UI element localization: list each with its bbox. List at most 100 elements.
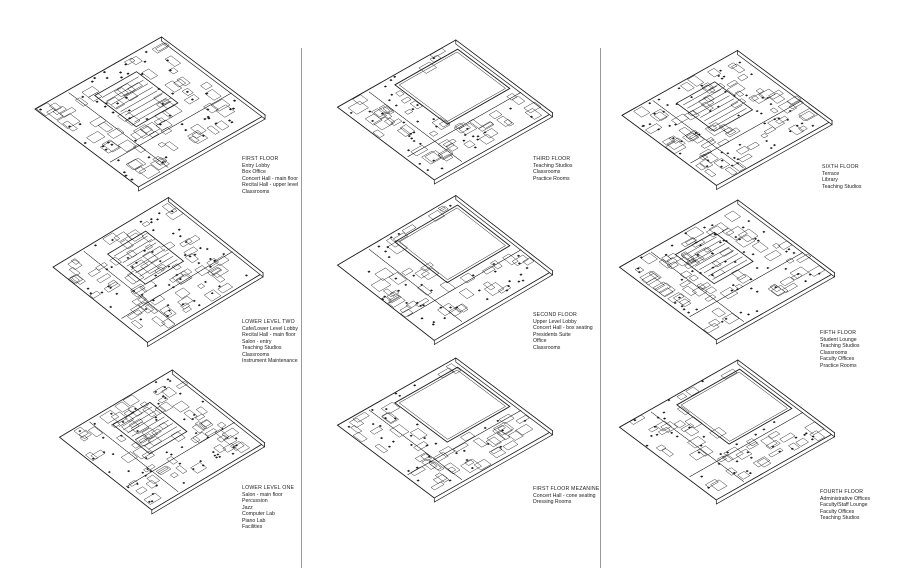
furniture-mark (523, 419, 527, 422)
room-outline (701, 84, 716, 94)
room-outline (169, 272, 185, 283)
room-outline (704, 294, 717, 302)
room-outline (524, 108, 543, 120)
room-outline (648, 270, 662, 280)
furniture-mark (126, 72, 130, 75)
furniture-mark (411, 108, 415, 111)
furniture-mark (217, 285, 222, 288)
furniture-mark (149, 221, 154, 224)
room-outline (649, 108, 670, 122)
furniture-mark (677, 87, 681, 90)
furniture-mark (811, 124, 815, 127)
room-outline (175, 273, 191, 285)
corridor-line (68, 92, 169, 168)
corridor-line (83, 251, 175, 324)
furniture-mark (686, 311, 691, 314)
furniture-mark (110, 238, 115, 242)
room-outline (148, 131, 160, 138)
room-outline (418, 61, 438, 74)
room-outline (382, 106, 395, 115)
furniture-mark (746, 451, 750, 454)
room-outline (707, 68, 722, 78)
room-outline (370, 108, 387, 120)
room-outline (511, 95, 526, 105)
furniture-mark (766, 96, 770, 99)
room-outline (745, 438, 758, 447)
room-outline (164, 55, 182, 67)
furniture-mark (720, 77, 724, 80)
program-item: Upper Level Lobby (533, 318, 577, 325)
furniture-mark (406, 469, 411, 473)
room-outline (721, 227, 735, 236)
room-outline (429, 48, 447, 59)
room-outline (454, 122, 465, 130)
room-outline (687, 75, 705, 87)
corridor-line (650, 411, 745, 482)
furniture-mark (170, 92, 175, 95)
room-outline (103, 281, 121, 293)
furniture-mark (717, 74, 721, 77)
room-outline (718, 123, 733, 134)
furniture-mark (135, 482, 139, 486)
furniture-mark (227, 119, 232, 122)
room-outline (658, 259, 672, 269)
room-outline (804, 421, 825, 435)
program-item: Teaching Studios (820, 343, 860, 349)
room-outline (788, 100, 804, 110)
furniture-mark (154, 381, 158, 384)
room-outline (701, 151, 719, 164)
furniture-mark (161, 395, 165, 398)
room-outline (130, 319, 144, 329)
room-outline (676, 406, 690, 416)
room-outline (134, 166, 147, 175)
room-outline (413, 441, 429, 452)
room-outline (760, 436, 778, 448)
furniture-mark (151, 229, 155, 232)
furniture-mark (232, 99, 237, 102)
room-outline (681, 285, 697, 296)
furniture-mark (180, 123, 184, 126)
program-item: Salon - main floor (242, 491, 283, 498)
room-outline (691, 286, 708, 297)
hall-outline (112, 401, 188, 455)
room-outline (183, 94, 200, 105)
furniture-mark (483, 426, 487, 430)
program-item: Dressing Rooms (533, 499, 572, 505)
furniture-mark (694, 241, 698, 244)
room-outline (170, 431, 186, 442)
furniture-mark (184, 128, 188, 132)
furniture-mark (746, 313, 751, 316)
furniture-mark (483, 131, 487, 134)
room-outline (746, 141, 760, 151)
furniture-mark (185, 90, 190, 94)
room-outline (648, 425, 659, 433)
room-outline (767, 430, 781, 439)
furniture-mark (347, 425, 351, 428)
room-outline (703, 247, 712, 253)
floor-slab (621, 49, 833, 187)
room-outline (438, 446, 456, 457)
furniture-mark (505, 289, 509, 292)
floor-slab (52, 196, 264, 344)
room-outline (737, 471, 751, 480)
seating-row (125, 94, 163, 116)
furniture-mark (730, 164, 734, 167)
room-outline (473, 458, 492, 471)
furniture-mark (132, 289, 136, 293)
room-outline (633, 106, 651, 118)
room-outline (141, 68, 159, 80)
room-outline (705, 225, 725, 238)
room-outline (700, 101, 714, 111)
furniture-mark (719, 165, 724, 168)
room-outline (213, 444, 227, 454)
room-outline (796, 253, 812, 264)
seating-row (708, 105, 743, 125)
furniture-mark (462, 449, 466, 452)
corridor-line (368, 91, 463, 162)
room-outline (78, 430, 92, 439)
room-outline (716, 455, 728, 463)
floor-slab (336, 39, 554, 181)
